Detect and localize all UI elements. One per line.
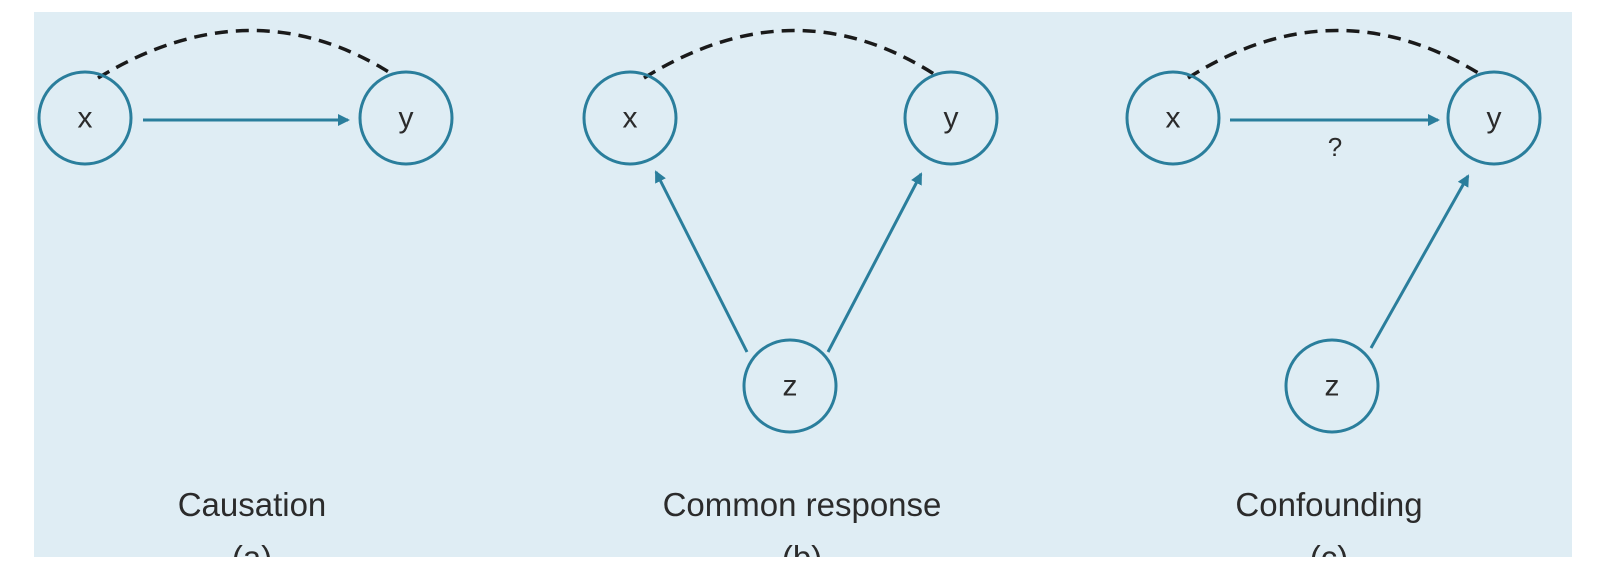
node-z-circle bbox=[1284, 338, 1380, 434]
association-dashed-arc bbox=[643, 28, 935, 80]
node-x: x bbox=[1125, 70, 1221, 166]
edge-label-question: ? bbox=[1328, 132, 1342, 162]
arrow-z-to-y bbox=[1369, 174, 1470, 349]
node-x: x bbox=[37, 70, 133, 166]
node-y: y bbox=[903, 70, 999, 166]
causal-diagrams: x y Causation (a) x y z bbox=[37, 28, 1542, 557]
node-z-label: z bbox=[783, 370, 798, 403]
node-z: z bbox=[742, 338, 838, 434]
node-y: y bbox=[358, 70, 454, 166]
association-dashed-arc bbox=[97, 28, 393, 80]
node-z-label: z bbox=[1325, 370, 1340, 403]
node-y-label: y bbox=[1487, 102, 1502, 135]
panel-confounding: ? x y z Confounding (c) bbox=[1125, 28, 1542, 557]
node-y-label: y bbox=[944, 102, 959, 135]
arrow-z-to-x bbox=[654, 170, 749, 353]
node-y-label: y bbox=[399, 102, 414, 135]
sublabel-c: (c) bbox=[1310, 539, 1348, 557]
panel-causation: x y Causation (a) bbox=[37, 28, 454, 557]
diagram-panel: x y Causation (a) x y z bbox=[34, 12, 1572, 557]
sublabel-b: (b) bbox=[782, 539, 822, 557]
association-dashed-arc bbox=[1187, 28, 1481, 80]
node-x-label: x bbox=[1166, 102, 1181, 135]
sublabel-a: (a) bbox=[232, 539, 272, 557]
node-z-circle bbox=[742, 338, 838, 434]
node-y: y bbox=[1446, 70, 1542, 166]
node-x: x bbox=[582, 70, 678, 166]
panel-common-response: x y z Common response (b) bbox=[582, 28, 999, 557]
caption-causation: Causation bbox=[178, 486, 327, 523]
node-y-circle bbox=[903, 70, 999, 166]
arrow-z-to-y bbox=[826, 172, 923, 353]
node-x-circle bbox=[1125, 70, 1221, 166]
node-z: z bbox=[1284, 338, 1380, 434]
caption-confounding: Confounding bbox=[1235, 486, 1422, 523]
node-x-circle bbox=[582, 70, 678, 166]
node-y-circle bbox=[358, 70, 454, 166]
caption-common-response: Common response bbox=[663, 486, 942, 523]
node-x-label: x bbox=[78, 102, 93, 135]
node-y-circle bbox=[1446, 70, 1542, 166]
node-x-label: x bbox=[623, 102, 638, 135]
node-x-circle bbox=[37, 70, 133, 166]
